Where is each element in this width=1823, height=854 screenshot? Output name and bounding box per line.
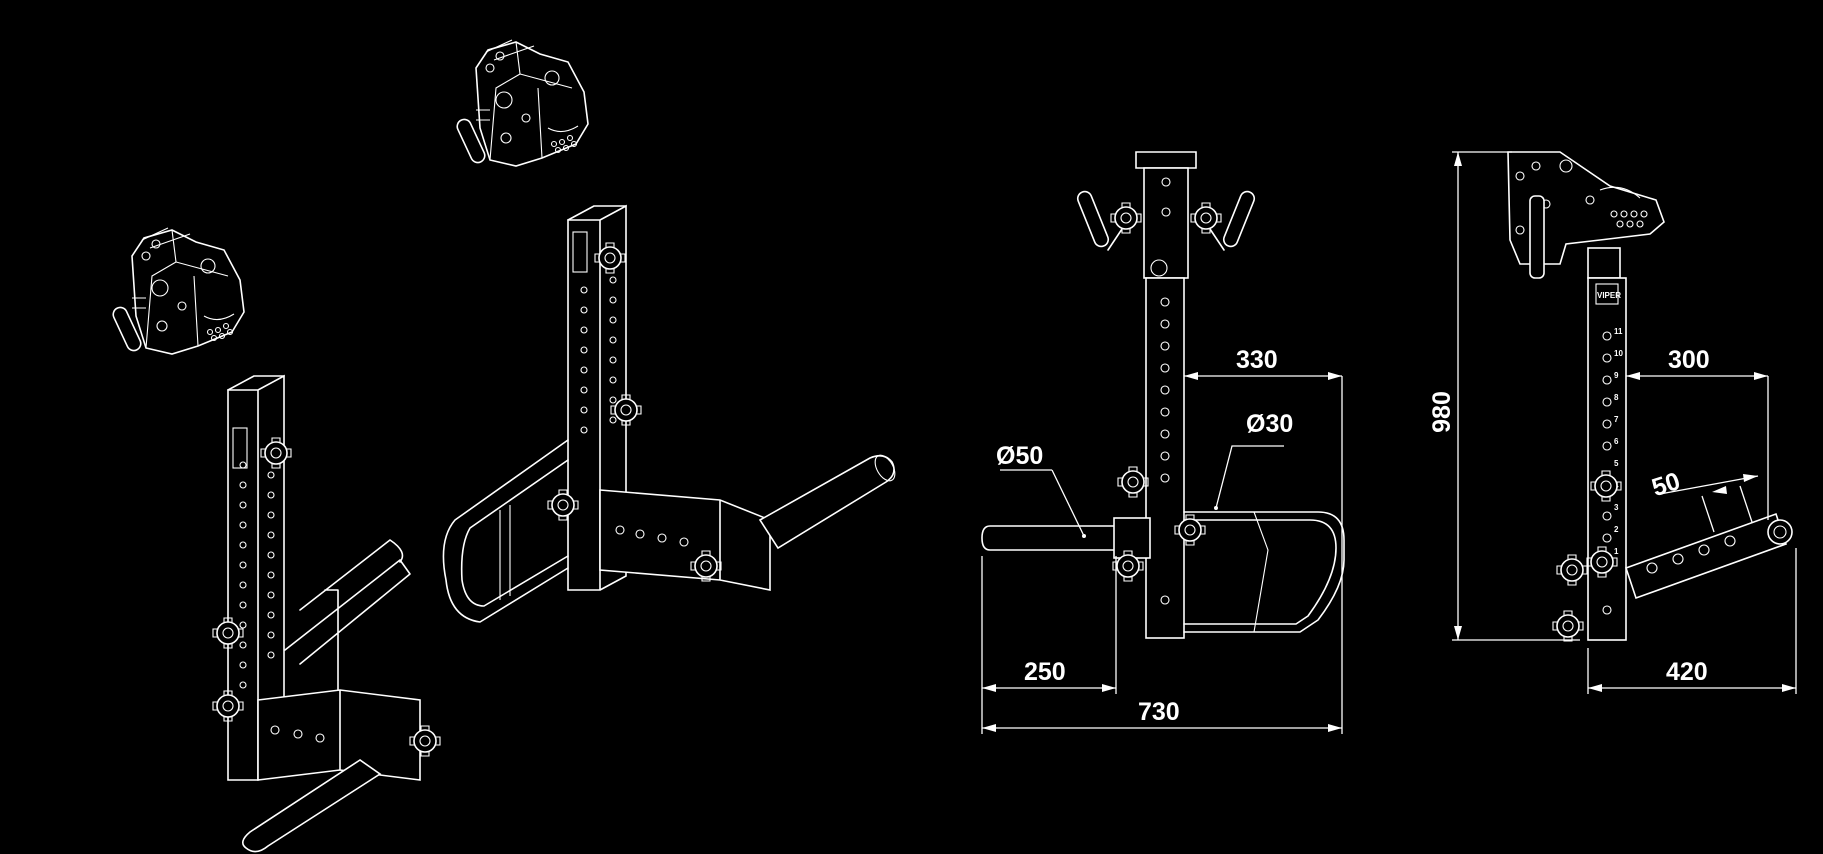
dim-980: 980 [1428, 391, 1456, 433]
front-view [981, 151, 1345, 639]
hole-number: 10 [1614, 349, 1623, 358]
logo: VIPER [1597, 291, 1621, 300]
hole-number: 1 [1614, 547, 1619, 556]
side-view: VIPER 1110987654321 [1507, 151, 1793, 642]
dim-250: 250 [1024, 658, 1066, 686]
hole-number: 7 [1614, 415, 1619, 424]
hole-number: 11 [1614, 327, 1623, 336]
hole-number: 6 [1614, 437, 1619, 446]
dimension-lines [981, 151, 1797, 734]
hole-number: 9 [1614, 371, 1619, 380]
dim-dia-30: Ø30 [1246, 410, 1293, 438]
dim-dia-50: Ø50 [996, 442, 1043, 470]
hole-number: 3 [1614, 503, 1619, 512]
dim-330: 330 [1236, 346, 1278, 374]
hole-number: 2 [1614, 525, 1619, 534]
isometric-view-left [110, 227, 441, 853]
hole-number: 5 [1614, 459, 1619, 468]
isometric-view-center [442, 39, 896, 623]
dim-420: 420 [1666, 658, 1708, 686]
dim-300: 300 [1668, 346, 1710, 374]
dim-50: 50 [1648, 467, 1683, 502]
hole-number: 8 [1614, 393, 1619, 402]
dim-730: 730 [1138, 698, 1180, 726]
